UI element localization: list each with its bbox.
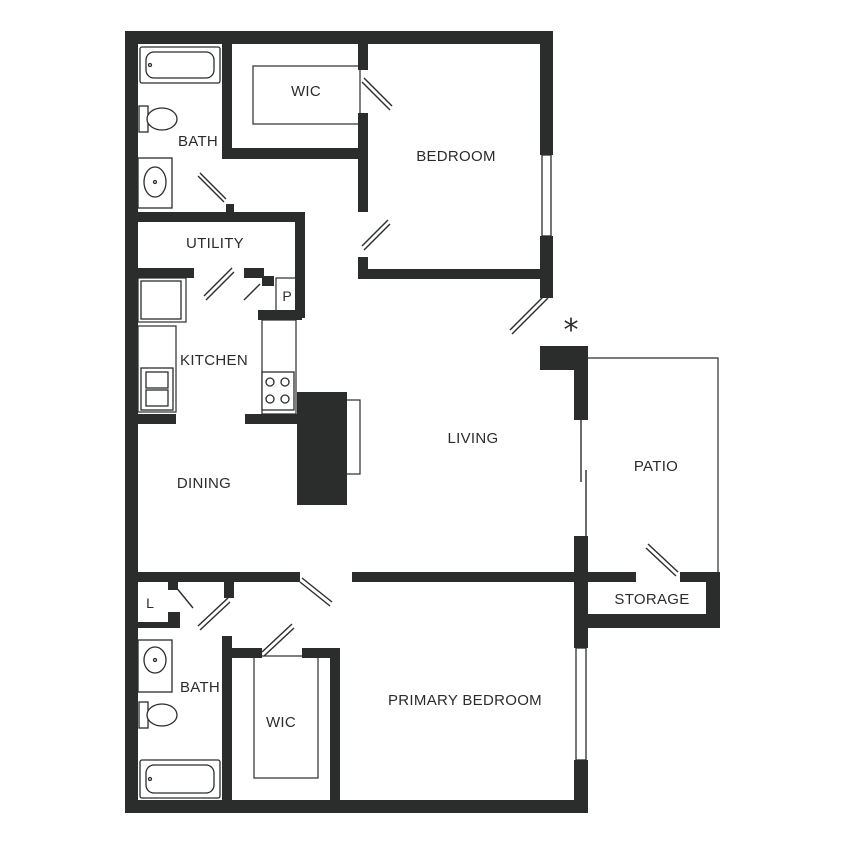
bedroom-label: BEDROOM xyxy=(416,148,496,165)
utility-label: UTILITY xyxy=(186,235,244,252)
built-ins xyxy=(137,65,361,779)
storage-label: STORAGE xyxy=(614,591,689,608)
dining-label: DINING xyxy=(177,475,231,492)
bathtub-top xyxy=(139,46,221,84)
windows xyxy=(541,154,587,761)
toilet-bottom xyxy=(138,701,178,729)
kitchen-label: KITCHEN xyxy=(180,352,248,369)
kitchen-sink xyxy=(140,367,174,411)
patio-label: PATIO xyxy=(634,458,678,475)
bathtub-bottom xyxy=(139,759,221,799)
exterior-walls xyxy=(125,31,588,813)
bath-label-bottom: BATH xyxy=(180,679,220,696)
wic-label-bottom: WIC xyxy=(266,714,296,731)
patio-outline xyxy=(588,357,719,572)
refrigerator xyxy=(140,280,182,320)
entry-marker: * xyxy=(564,313,579,348)
bath-label-top: BATH xyxy=(178,133,218,150)
sink-top xyxy=(137,157,173,209)
stove xyxy=(261,371,295,411)
interior-walls xyxy=(138,44,720,806)
doors xyxy=(174,77,679,657)
sink-bottom xyxy=(137,639,173,693)
toilet-top xyxy=(138,105,178,133)
primary-bedroom-label: PRIMARY BEDROOM xyxy=(388,692,542,709)
living-label: LIVING xyxy=(448,430,499,447)
linen-label: L xyxy=(146,595,154,611)
pantry-label: P xyxy=(282,288,291,304)
wic-label-top: WIC xyxy=(291,83,321,100)
